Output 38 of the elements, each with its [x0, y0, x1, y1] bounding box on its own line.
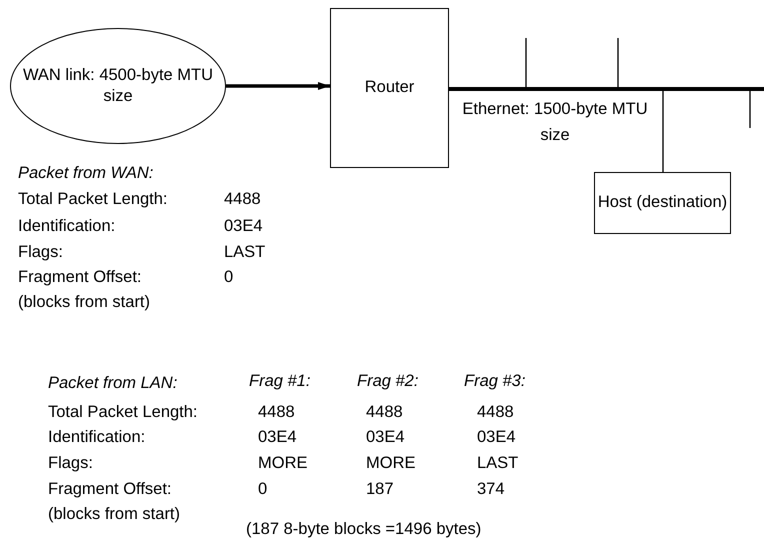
table-text: Total Packet Length:: [18, 189, 168, 209]
table-text: 4488: [366, 402, 403, 422]
table-text: 0: [224, 267, 234, 287]
table-heading: Frag #3:: [464, 371, 526, 391]
table-text: MORE: [366, 453, 416, 473]
table-heading: Packet from LAN:: [48, 373, 178, 393]
table-heading: Frag #2:: [357, 371, 418, 391]
table-text: 03E4: [366, 427, 405, 447]
table-text: 03E4: [477, 427, 516, 447]
table-text: 03E4: [258, 427, 297, 447]
table-text: 187: [366, 479, 394, 499]
table-text: 0: [258, 479, 268, 499]
table-text: 4488: [224, 189, 261, 209]
table-heading: Frag #1:: [249, 371, 310, 391]
router-box: Router: [330, 8, 449, 168]
connector-line: [662, 91, 664, 172]
table-text: Identification:: [18, 216, 116, 236]
wan-link-ellipse: WAN link: 4500-byte MTU size: [10, 28, 226, 144]
network-label: Ethernet: 1500-byte MTU size: [461, 99, 649, 146]
table-text: Identification:: [48, 427, 146, 447]
table-text: (blocks from start): [48, 504, 180, 524]
table-text: LAST: [477, 453, 518, 473]
table-heading: Packet from WAN:: [18, 163, 154, 183]
table-text: LAST: [224, 242, 266, 262]
table-text: Flags:: [18, 242, 63, 262]
table-text: 4488: [258, 402, 295, 422]
table-text: MORE: [258, 453, 308, 473]
table-text: Fragment Offset:: [18, 267, 142, 287]
table-text: 4488: [477, 402, 514, 422]
table-text: Fragment Offset:: [48, 479, 172, 499]
table-text: 03E4: [224, 216, 263, 236]
arrow: [226, 82, 330, 90]
table-text: 374: [477, 479, 505, 499]
host-box: Host (destination): [594, 172, 731, 234]
table-text: Flags:: [48, 453, 93, 473]
table-text: Total Packet Length:: [48, 402, 198, 422]
table-text: (187 8-byte blocks =1496 bytes): [246, 519, 482, 539]
table-text: (blocks from start): [18, 292, 150, 312]
